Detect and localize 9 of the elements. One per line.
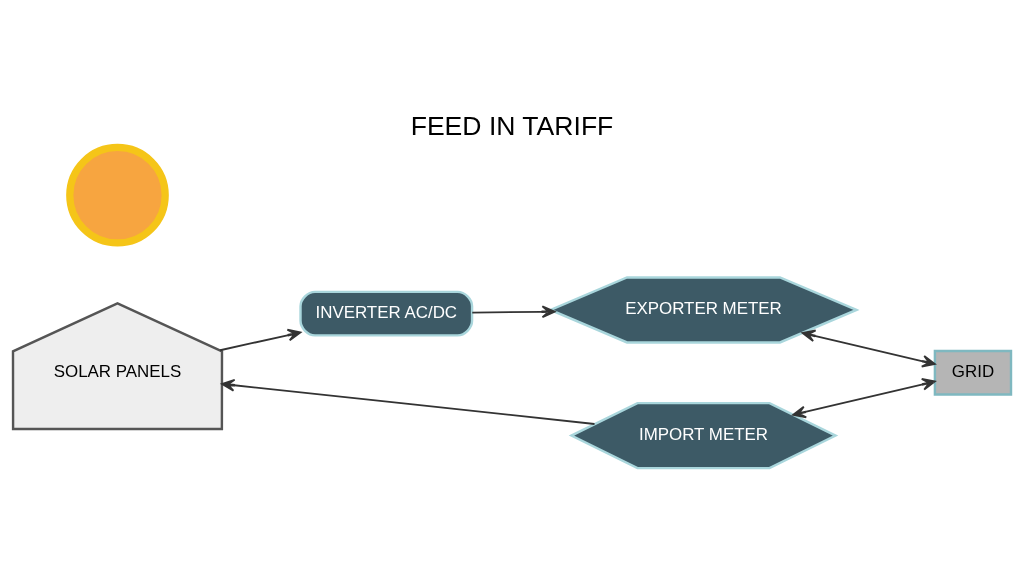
arrow (219, 328, 302, 351)
arrow (792, 377, 936, 418)
arrow (471, 304, 556, 318)
node-box: GRID (933, 349, 1013, 396)
arrow (221, 378, 596, 425)
node-box: INVERTER AC/DC (299, 290, 474, 337)
node-circle (66, 143, 169, 247)
arrow (801, 329, 936, 368)
diagram-title: FEED IN TARIFF (410, 110, 614, 141)
